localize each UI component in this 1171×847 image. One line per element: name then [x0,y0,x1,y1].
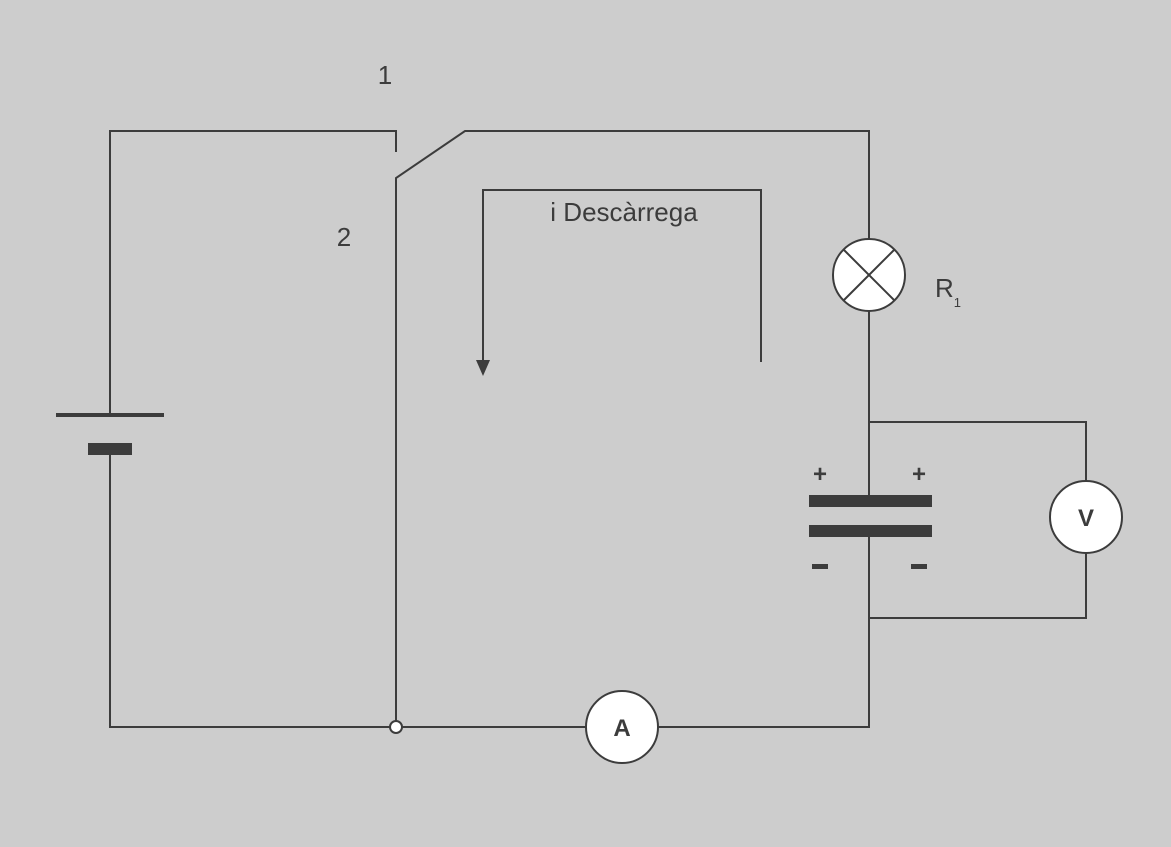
lamp-cross-2 [843,249,895,301]
wire-battery-to-switch-1 [109,130,397,415]
minus-sign-right [911,564,927,569]
minus-sign-left [812,564,828,569]
ammeter-label: A [613,715,630,742]
capacitor-plate-top [809,495,932,507]
plus-sign-right: + [912,461,926,488]
ammeter-icon [585,690,659,764]
resistor-label: R1 [935,273,961,310]
ammeter: A [585,690,659,764]
current-arrow [476,189,762,376]
arrowhead-icon [476,360,490,376]
switch-arm-and-top-wire [395,130,870,727]
junction-node [389,720,403,734]
wire-voltmeter-top [869,421,1087,481]
voltmeter: V [1049,480,1123,554]
capacitor: + + [809,461,932,569]
wires [109,130,1087,728]
capacitor-plate-bottom [809,525,932,537]
battery [56,413,164,455]
resistor-subscript: 1 [954,295,961,310]
switch-position-2-label: 2 [337,222,351,252]
current-path [482,189,762,362]
plus-sign-left: + [813,461,827,488]
voltmeter-icon [1049,480,1123,554]
wire-bottom-right [658,530,870,728]
switch-position-1-label: 1 [378,60,392,90]
current-label: i Descàrrega [550,197,698,227]
voltmeter-label: V [1078,505,1094,532]
wire-bottom-left [109,449,586,728]
battery-negative-plate [88,443,132,455]
battery-positive-plate [56,413,164,417]
resistor-name: R [935,273,954,303]
wire-voltmeter-bottom [869,553,1087,619]
lamp [832,238,906,312]
